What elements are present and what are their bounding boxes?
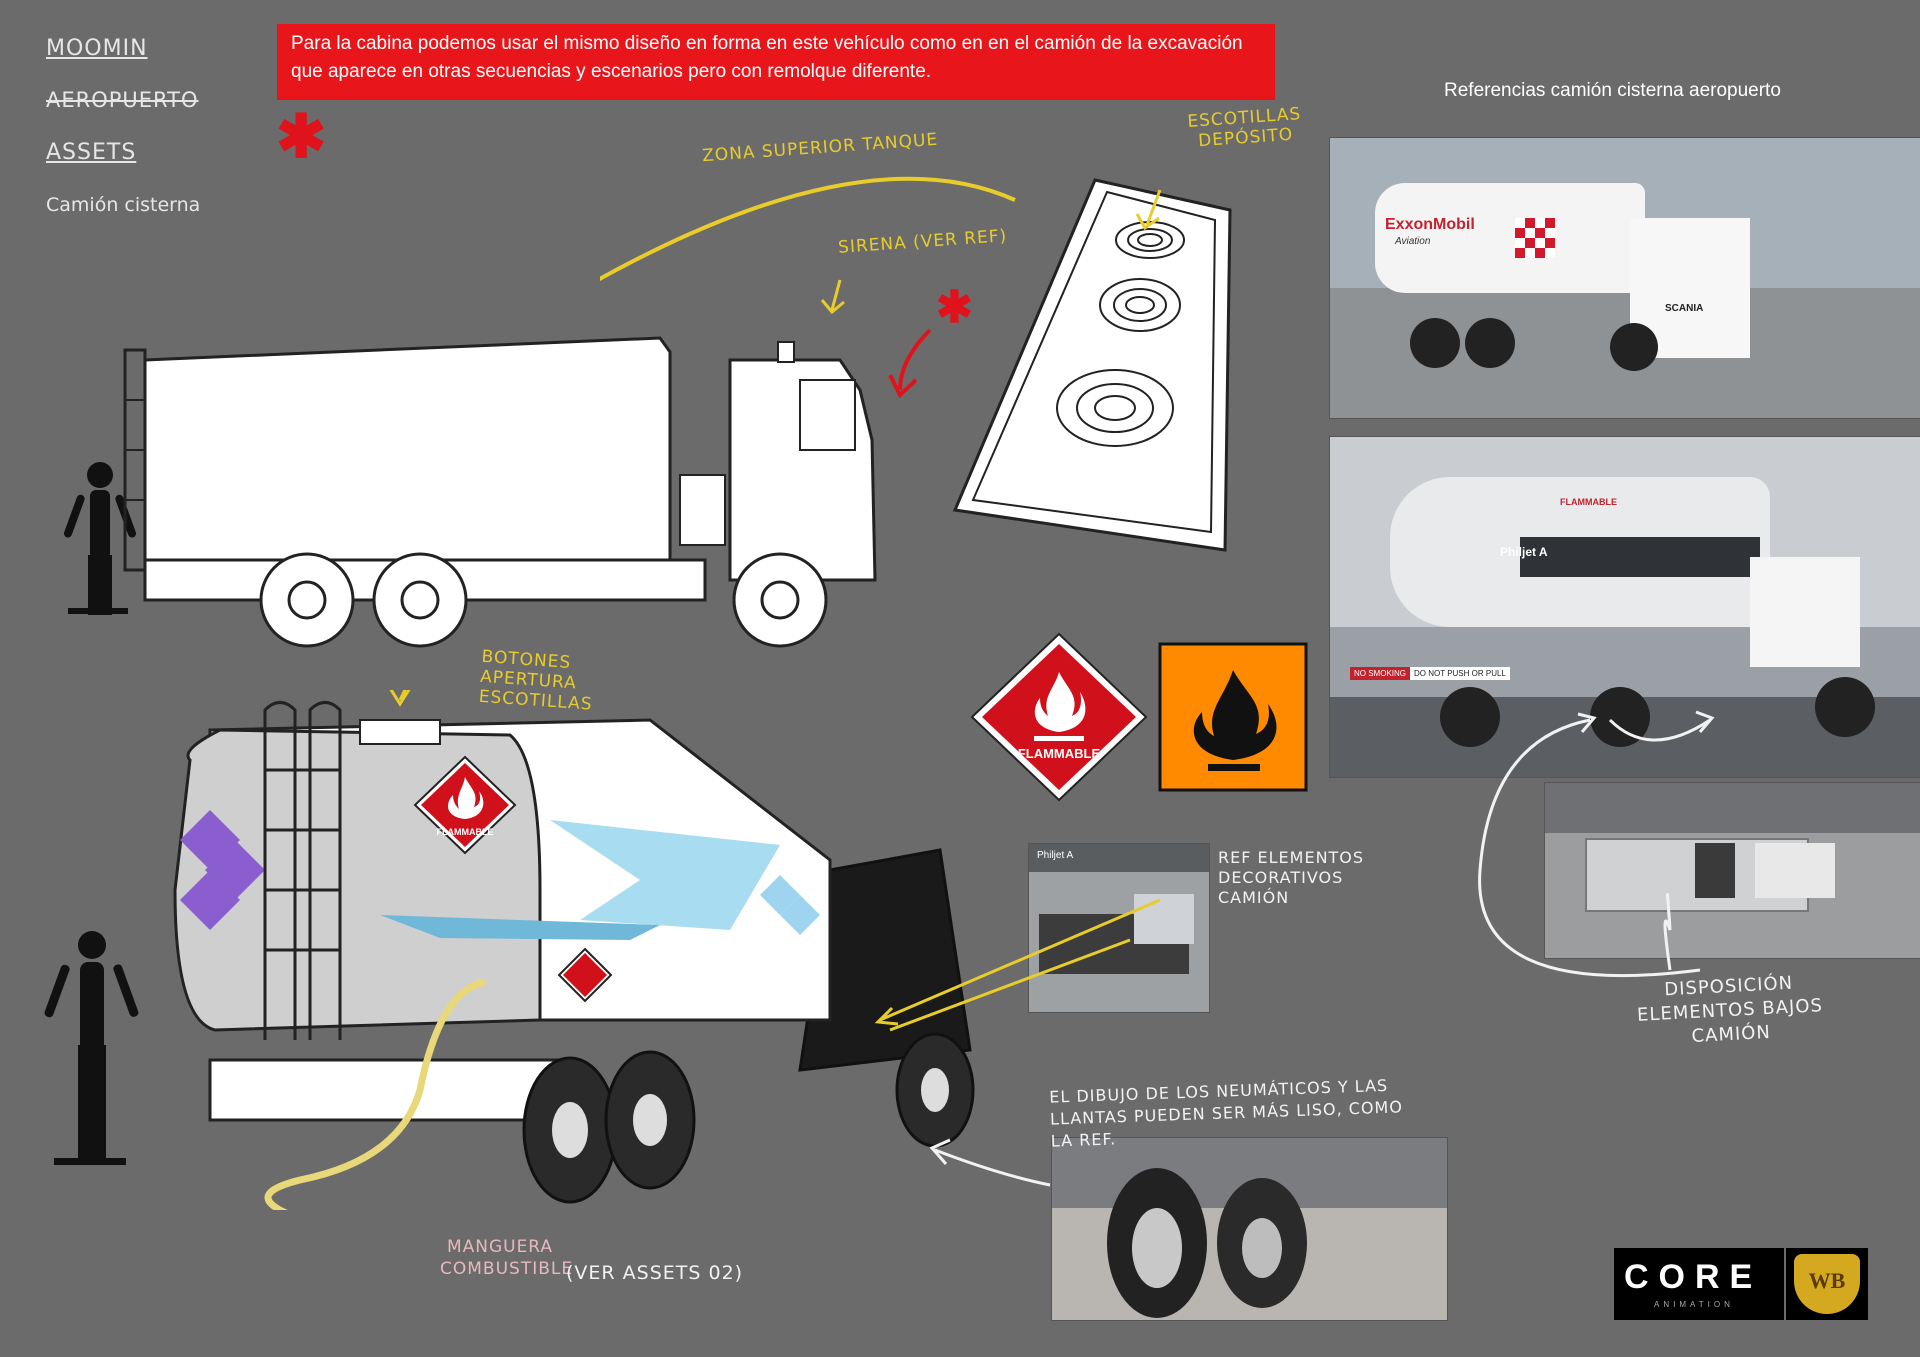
reference-photo-phillips-truck: Philjet A FLAMMABLE NO SMOKING DO NOT PU… — [1329, 436, 1920, 778]
tank-flammable-text: FLAMMABLE — [437, 827, 494, 837]
project-title: Moomin — [46, 36, 148, 61]
tire-arrow — [929, 1138, 1051, 1187]
phillips-philjet-text: Philjet A — [1500, 545, 1548, 559]
red-asterisk-icon: ✱ — [276, 103, 327, 170]
tank-top-hatches-drawing — [952, 178, 1232, 552]
location-title: Aeropuerto — [46, 88, 199, 112]
annotation-arrows — [600, 176, 1016, 399]
orange-hazard-sign — [1158, 642, 1308, 792]
character-silhouette-icon — [63, 462, 137, 615]
hatches-label: Escotillas depósito — [1186, 104, 1302, 152]
fuel-hose-label: Manguera combustible — [440, 1237, 574, 1279]
tires-note: El dibujo de los neumáticos y las llanta… — [1048, 1075, 1404, 1151]
core-animation-logo: CORE ANIMATION — [1614, 1248, 1784, 1320]
see-assets-label: (ver assets 02) — [566, 1262, 744, 1284]
wb-logo-text: WB — [1808, 1268, 1846, 1293]
reference-photo-exxonmobil-truck: ExxonMobil Aviation SCANIA — [1329, 137, 1920, 419]
underside-arrows — [1478, 710, 1715, 978]
warner-bros-logo: WB — [1786, 1248, 1868, 1320]
cabin-design-note: Para la cabina podemos usar el mismo dis… — [277, 24, 1275, 100]
core-logo-subtext: ANIMATION — [1654, 1300, 1734, 1309]
red-asterisk-icon: ✱ — [936, 283, 973, 332]
flammable-diamond-sign: FLAMMABLE — [970, 632, 1148, 802]
photo-flammable-text: FLAMMABLE — [1560, 497, 1617, 507]
reference-photo-underside — [1544, 782, 1920, 959]
reference-decorative-photo: Philjet A — [1028, 843, 1210, 1013]
references-title: Referencias camión cisterna aeropuerto — [1444, 80, 1781, 101]
decorative-arrows — [874, 898, 1161, 1032]
decorative-reference-label: Ref elementos decorativos camión — [1218, 848, 1365, 907]
truck-side-view-drawing — [63, 336, 877, 648]
aviation-text: Aviation — [1395, 236, 1431, 247]
section-title: Assets — [46, 140, 137, 165]
do-not-push-text: DO NOT PUSH OR PULL — [1410, 667, 1510, 680]
truck-rear-view-drawing: FLAMMABLE — [44, 690, 975, 1210]
wheel-icon — [259, 552, 828, 648]
core-logo-text: CORE — [1624, 1258, 1763, 1296]
tire-reference-photo — [1051, 1137, 1448, 1321]
hatch-buttons-label: Botones apertura escotillas — [478, 646, 594, 715]
philjet-text: Philjet A — [1037, 850, 1074, 861]
exxonmobil-text: ExxonMobil — [1385, 216, 1475, 233]
item-title: Camión cisterna — [46, 194, 201, 216]
character-silhouette-icon — [44, 931, 139, 1165]
no-smoking-text: NO SMOKING — [1350, 667, 1411, 680]
scania-text: SCANIA — [1665, 303, 1704, 314]
flammable-diamond-text: FLAMMABLE — [1018, 746, 1101, 761]
